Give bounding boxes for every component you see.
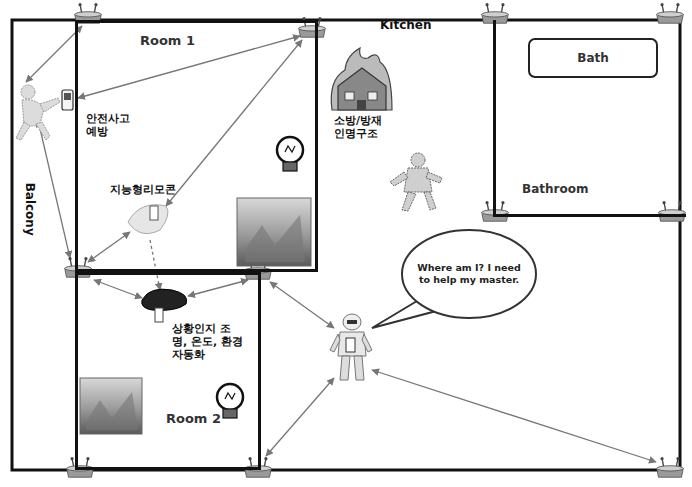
node-label: Bathroom: [522, 182, 686, 196]
person-figure: [16, 85, 60, 140]
bubble-ellipse: [402, 230, 536, 318]
feature-label: 소방/방재 인명구조: [334, 114, 392, 140]
link-arrow: [94, 280, 142, 298]
link-arrow: [166, 40, 302, 206]
link-arrow: [38, 120, 70, 258]
bathroom-region: Bathroom Bath: [493, 20, 686, 217]
room-name: Balcony: [23, 179, 37, 239]
link-arrow: [266, 378, 334, 456]
link-arrow: [88, 232, 130, 262]
node-label: Bath: [577, 51, 609, 65]
link-arrow: [26, 26, 82, 82]
room-photo: [80, 378, 142, 434]
phone-device: [62, 90, 73, 110]
room-photo-detail: [86, 392, 138, 430]
bath-box: Bath: [528, 38, 658, 78]
burning-house: [331, 48, 392, 110]
node-label: Room 1: [140, 33, 315, 48]
firefighter-figure: [390, 153, 442, 211]
link-arrow: [372, 370, 656, 462]
wireless-links: [26, 26, 656, 462]
humanoid-robot: [330, 314, 372, 380]
house-outline: [12, 20, 680, 470]
room-name: Kitchen: [380, 18, 432, 32]
feature-label: 안전사고 예방: [86, 112, 138, 138]
link-arrow: [270, 282, 334, 328]
robot-cleaner: [142, 289, 187, 322]
feature-label: 지능형리모콘: [110, 183, 176, 196]
sensor-nodes: [65, 3, 685, 477]
speech-bubble: Where am I? I need to help my master.: [400, 228, 538, 320]
room-region: Room 2: [75, 272, 261, 470]
link-arrow: [150, 240, 160, 290]
light-bulb: [277, 137, 303, 171]
speech-text: Where am I? I need to help my master.: [416, 262, 522, 286]
bubble-tail: [372, 298, 440, 328]
room-photo: [237, 198, 311, 266]
remote-control: [128, 205, 168, 234]
feature-label: 상황인지 조명, 온도, 환경 자동화: [172, 322, 244, 362]
room-photo-detail: [245, 215, 305, 262]
sensor-node: [657, 457, 683, 477]
sensor-node: [657, 3, 683, 23]
sensor-node: [659, 201, 685, 221]
room-region: Room 1: [75, 20, 318, 272]
link-arrow: [188, 280, 248, 296]
node-label: Room 2: [166, 411, 258, 426]
bubble-join: [424, 301, 438, 308]
